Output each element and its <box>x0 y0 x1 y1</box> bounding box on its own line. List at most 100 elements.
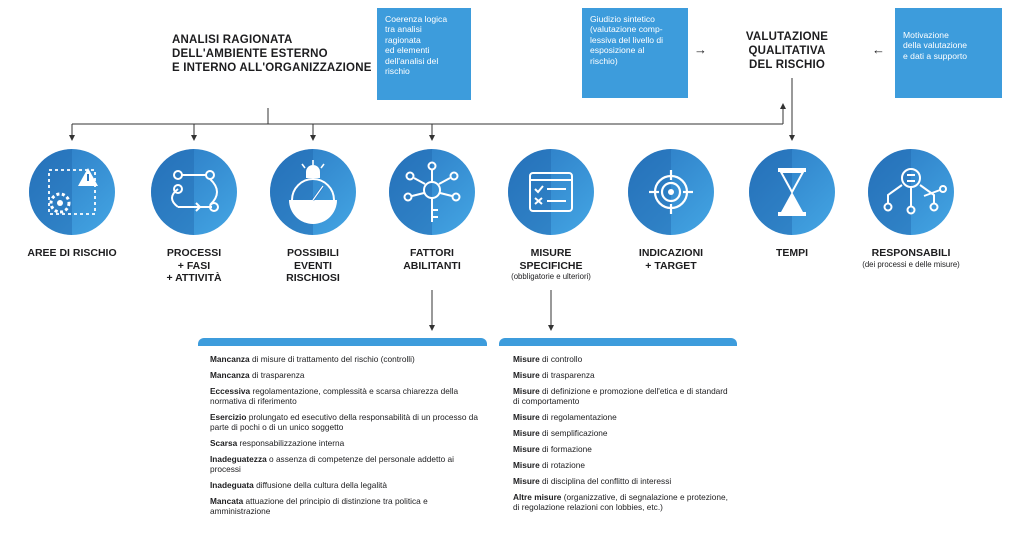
list-item: Misure di controllo <box>513 354 728 364</box>
node-label-line: AREE DI RISCHIO <box>27 247 117 259</box>
list-item-bold: Misure <box>513 370 540 380</box>
title-line: ANALISI RAGIONATA <box>172 34 293 46</box>
list-item-text: di trasparenza <box>249 370 305 380</box>
list-item: Inadeguatezza o assenza di competenze de… <box>210 454 478 474</box>
list-item-bold: Misure <box>513 412 540 422</box>
box-line: della valutazione <box>903 40 968 51</box>
box-line: rischio) <box>590 55 618 66</box>
list-item-bold: Misure <box>513 354 540 364</box>
arrow-left-icon: ← <box>872 42 885 57</box>
title-line: DELL'AMBIENTE ESTERNO <box>172 48 328 60</box>
list-item-text: responsabilizzazione interna <box>237 438 345 448</box>
box-line: e dati a supporto <box>903 50 968 61</box>
list-item-text: di disciplina del conflitto di interessi <box>539 476 672 486</box>
node-sublabel: (dei processi e delle misure) <box>862 259 960 269</box>
list-item-text: prolungato ed esecutivo della responsabi… <box>210 412 478 432</box>
title-line: QUALITATIVA <box>748 45 826 57</box>
list-item-bold: Misure <box>513 476 540 486</box>
box-line: ed elementi <box>385 45 430 56</box>
analisi-ragionata-title: ANALISI RAGIONATA DELL'AMBIENTE ESTERNO … <box>172 33 372 75</box>
list-item-bold: Mancanza <box>210 370 250 380</box>
list-item-bold: Misure <box>513 428 540 438</box>
node-label-line: RESPONSABILI <box>871 247 951 259</box>
box-line: Giudizio sintetico <box>590 14 655 24</box>
node-label-line: RISCHIOSI <box>286 272 340 284</box>
node-responsabili: RESPONSABILI (dei processi e delle misur… <box>846 247 976 270</box>
title-line: DEL RISCHIO <box>748 59 826 71</box>
hourglass-icon <box>749 149 835 235</box>
node-label-line: + FASI <box>177 259 211 272</box>
fattori-list-bar <box>198 338 487 346</box>
list-item-text: diffusione della cultura della legalità <box>253 480 387 490</box>
list-item-text: di trasparenza <box>539 370 595 380</box>
list-item-text: di formazione <box>539 444 592 454</box>
node-possibili-eventi: POSSIBILI EVENTI RISCHIOSI <box>258 247 368 285</box>
list-item: Inadeguata diffusione della cultura dell… <box>210 480 478 490</box>
node-processi: PROCESSI + FASI + ATTIVITÀ <box>139 247 249 285</box>
node-label-line: TEMPI <box>775 247 809 259</box>
list-item-bold: Mancata <box>210 496 244 506</box>
box-line: rischio <box>385 66 410 77</box>
fattori-list: Mancanza di misure di trattamento del ri… <box>210 354 478 522</box>
node-label-line: POSSIBILI <box>287 247 339 259</box>
node-label-line: ABILITANTI <box>403 259 461 272</box>
node-label-line: + ATTIVITÀ <box>166 272 222 284</box>
list-item-text: di rotazione <box>539 460 585 470</box>
misure-list-bar <box>499 338 737 346</box>
box-line: lessiva del livello di <box>590 34 664 45</box>
list-item-bold: Altre misure <box>513 492 562 502</box>
node-label-line: EVENTI <box>294 259 332 272</box>
list-item-bold: Eccessiva <box>210 386 251 396</box>
list-item-text: di controllo <box>539 354 583 364</box>
checklist-icon <box>508 149 594 235</box>
title-line: VALUTAZIONE <box>745 31 829 43</box>
list-item-text: attuazione del principio di distinzione … <box>210 496 428 516</box>
list-item-text: di definizione e promozione dell'etica e… <box>513 386 728 406</box>
valutazione-title: VALUTAZIONE QUALITATIVA DEL RISCHIO <box>732 30 842 72</box>
coerenza-box: Coerenza logica tra analisi ragionata ed… <box>377 8 471 100</box>
node-label-line: INDICAZIONI <box>638 247 704 259</box>
box-line: esposizione al <box>590 45 645 56</box>
node-label-line: MISURE <box>530 247 572 259</box>
node-label-line: FATTORI <box>410 247 454 259</box>
box-line: tra analisi <box>385 24 422 35</box>
target-icon <box>628 149 714 235</box>
motivazione-box: Motivazione della valutazione e dati a s… <box>895 8 1002 98</box>
list-item-bold: Scarsa <box>210 438 238 448</box>
box-line: (valutazione comp- <box>590 24 663 35</box>
giudizio-box: Giudizio sintetico (valutazione comp- le… <box>582 8 688 98</box>
node-label-line: SPECIFICHE <box>519 259 583 272</box>
list-item: Eccessiva regolamentazione, complessità … <box>210 386 478 406</box>
node-fattori-abilitanti: FATTORI ABILITANTI <box>377 247 487 272</box>
list-item-text: regolamentazione, complessità e scarsa c… <box>210 386 459 406</box>
list-item: Esercizio prolungato ed esecutivo della … <box>210 412 478 432</box>
org-chart-icon <box>868 149 954 235</box>
list-item-text: di semplificazione <box>539 428 608 438</box>
list-item-text: di misure di trattamento del rischio (co… <box>249 354 415 364</box>
node-label-line: + TARGET <box>645 259 697 272</box>
list-item-bold: Misure <box>513 460 540 470</box>
node-label-line: PROCESSI <box>166 247 222 259</box>
list-item-bold: Esercizio <box>210 412 247 422</box>
node-misure-specifiche: MISURE SPECIFICHE (obbligatorie e ulteri… <box>496 247 606 282</box>
key-network-icon <box>389 149 475 235</box>
box-line: Motivazione <box>903 30 949 40</box>
list-item: Scarsa responsabilizzazione interna <box>210 438 478 448</box>
title-line: E INTERNO ALL'ORGANIZZAZIONE <box>172 62 372 74</box>
list-item-text: di regolamentazione <box>539 412 617 422</box>
list-item: Misure di definizione e promozione dell'… <box>513 386 728 406</box>
list-item-text: o assenza di competenze del personale ad… <box>210 454 454 474</box>
list-item: Altre misure (organizzative, di segnalaz… <box>513 492 728 512</box>
arrow-right-icon: → <box>694 42 707 57</box>
node-tempi: TEMPI <box>737 247 847 260</box>
node-aree-di-rischio: AREE DI RISCHIO <box>17 247 127 260</box>
warning-gear-icon <box>29 149 115 235</box>
node-indicazioni: INDICAZIONI + TARGET <box>616 247 726 272</box>
list-item-bold: Inadeguata <box>210 480 254 490</box>
list-item: Mancata attuazione del principio di dist… <box>210 496 478 516</box>
list-item: Mancanza di misure di trattamento del ri… <box>210 354 478 364</box>
node-sublabel: (obbligatorie e ulteriori) <box>511 272 591 281</box>
